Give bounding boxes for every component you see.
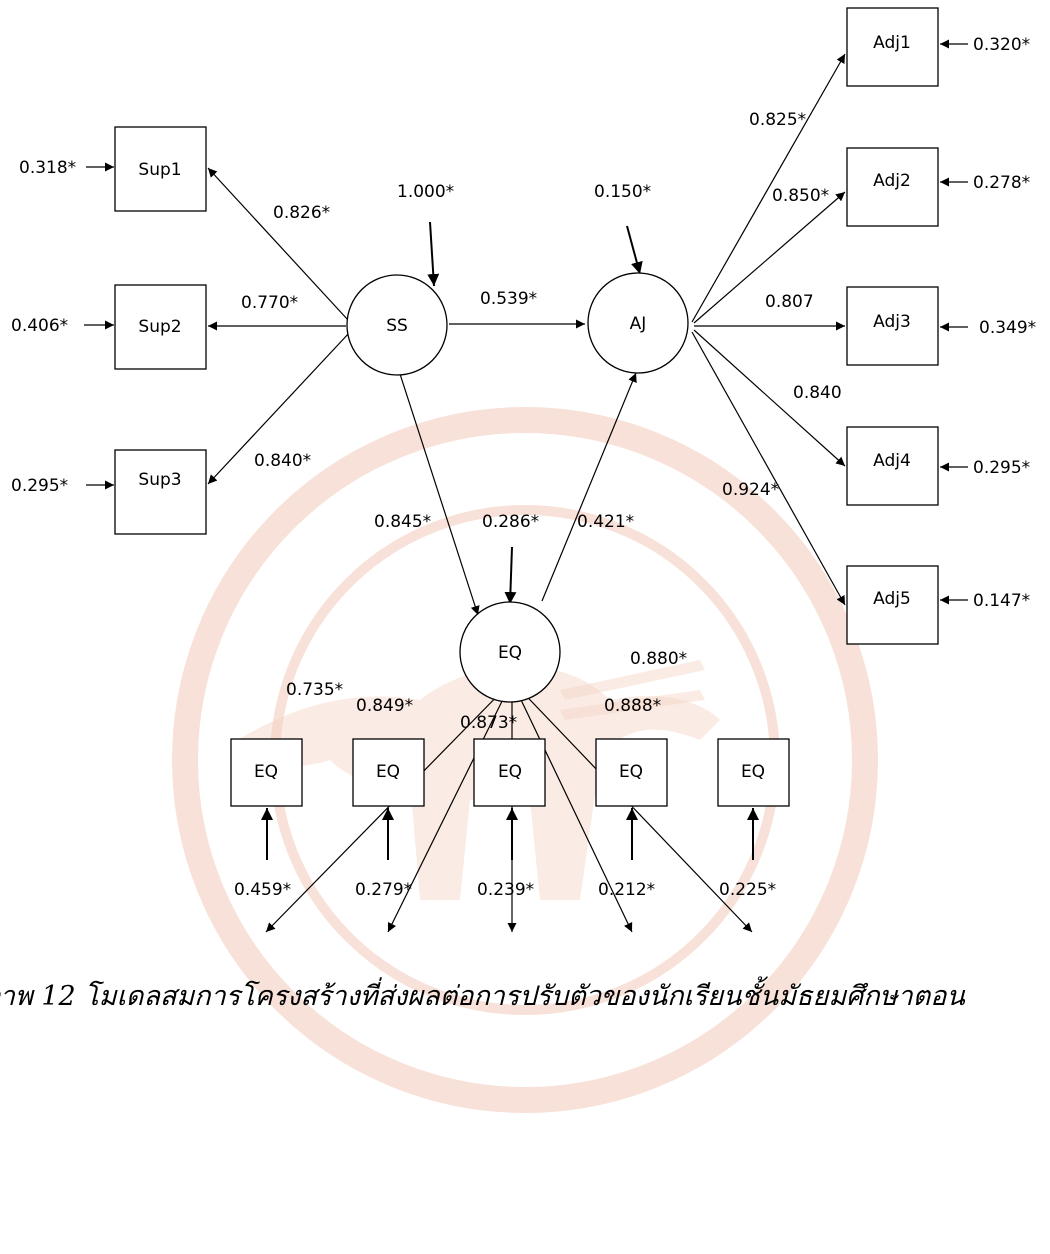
coef-eq-eq4: 0.888* [604,696,661,716]
node-label: EQ [498,643,522,663]
node-adj4: Adj4 [846,426,939,506]
node-label: Adj5 [873,589,911,609]
error-sup3: 0.295* [11,476,68,496]
error-adj2: 0.278* [973,173,1030,193]
error-sup2: 0.406* [11,316,68,336]
latent-ss: SS [346,274,448,376]
node-adj1: Adj1 [846,7,939,87]
node-label: EQ [498,762,522,782]
coef-eq-eq1: 0.735* [286,680,343,700]
node-sup1: Sup1 [114,126,207,212]
node-label: AJ [630,314,647,334]
error-adj5: 0.147* [973,591,1030,611]
node-adj3: Adj3 [846,286,939,366]
node-label: Adj4 [873,451,911,471]
error-adj1: 0.320* [973,35,1030,55]
node-label: EQ [741,762,765,782]
error-eq1: 0.459* [234,880,291,900]
node-label: Adj1 [873,33,911,53]
coef-aj-adj5: 0.924* [722,480,779,500]
coef-aj-adj1: 0.825* [749,110,806,130]
node-label: SS [386,316,408,336]
node-eq3: EQ [473,738,546,807]
node-eq4: EQ [595,738,668,807]
latent-eq: EQ [459,601,561,703]
error-ss: 1.000* [397,182,454,202]
coef-ss-sup2: 0.770* [241,293,298,313]
watermark-seal [172,407,878,1113]
node-adj5: Adj5 [846,565,939,645]
node-label: Sup3 [138,470,181,490]
node-sup3: Sup3 [114,449,207,535]
node-label: Adj3 [873,312,911,332]
node-label: Sup1 [138,160,181,180]
coef-eq-aj: 0.421* [577,512,634,532]
error-eq5: 0.225* [719,880,776,900]
coef-ss-aj: 0.539* [480,289,537,309]
node-label: EQ [376,762,400,782]
error-sup1: 0.318* [19,158,76,178]
error-aj: 0.150* [594,182,651,202]
coef-ss-sup1: 0.826* [273,203,330,223]
coef-eq-eq2: 0.849* [356,696,413,716]
figure-caption: ภาพ 12 โมเดลสมการโครงสร้างที่ส่งผลต่อการ… [0,976,966,1012]
coef-eq-eq3: 0.873* [460,713,517,733]
error-eq2: 0.279* [355,880,412,900]
coef-eq-eq5: 0.880* [630,649,687,669]
node-label: Sup2 [138,317,181,337]
error-eq4: 0.212* [598,880,655,900]
node-label: EQ [254,762,278,782]
coef-aj-adj2: 0.850* [772,186,829,206]
node-label: Adj2 [873,171,911,191]
node-eq1: EQ [230,738,303,807]
coef-aj-adj3: 0.807 [765,292,814,312]
node-label: EQ [619,762,643,782]
error-eq3: 0.239* [477,880,534,900]
paths [84,39,968,933]
node-adj2: Adj2 [846,147,939,227]
error-adj4: 0.295* [973,458,1030,478]
node-sup2: Sup2 [114,284,207,370]
node-eq5: EQ [717,738,790,807]
error-terms: 0.318* 0.406* 0.295* 1.000* 0.150* 0.286… [11,35,1036,900]
error-eq: 0.286* [482,512,539,532]
coef-ss-sup3: 0.840* [254,451,311,471]
coef-aj-adj4: 0.840 [793,383,842,403]
coefficients: 0.826* 0.770* 0.840* 0.539* 0.845* 0.421… [241,110,842,733]
error-adj3: 0.349* [979,318,1036,338]
latent-aj: AJ [587,272,689,374]
node-eq2: EQ [352,738,425,807]
coef-ss-eq: 0.845* [374,512,431,532]
